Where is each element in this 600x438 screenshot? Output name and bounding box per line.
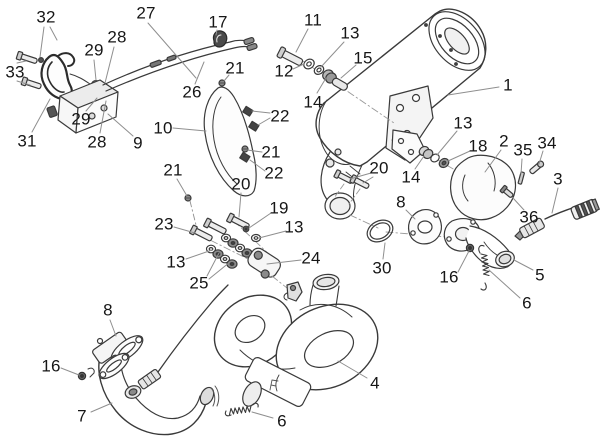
o-ring-30 bbox=[366, 219, 394, 243]
tailpipe-opening bbox=[242, 381, 262, 407]
muffler-end-cap bbox=[428, 11, 486, 71]
manifold-heat-shield bbox=[450, 154, 545, 221]
cable-27 bbox=[102, 39, 248, 86]
hanger-hardware bbox=[276, 46, 395, 124]
fastener-cluster bbox=[189, 169, 370, 293]
exhaust-valve-actuator bbox=[46, 30, 258, 134]
oxygen-sensor-upper bbox=[514, 198, 600, 241]
cable-26 bbox=[105, 45, 250, 92]
front-heat-shield bbox=[184, 79, 260, 230]
pipe-joint-end bbox=[199, 386, 215, 406]
cable-guide-17 bbox=[212, 30, 228, 48]
gasket-8-lower bbox=[98, 352, 130, 380]
washer-32 bbox=[37, 56, 44, 63]
sensor-cable-lower bbox=[157, 284, 229, 373]
muffler-mount-right bbox=[391, 129, 456, 171]
spring-6-bottom bbox=[224, 402, 259, 417]
leader-lines bbox=[16, 22, 559, 419]
collector-assembly bbox=[213, 273, 379, 407]
clamp bbox=[286, 281, 303, 302]
stamp-mark bbox=[269, 379, 279, 391]
rear-elbow-pipe-group bbox=[349, 208, 515, 291]
front-pipe-group bbox=[77, 284, 229, 436]
spring-6-right bbox=[478, 244, 490, 291]
sensor-cable bbox=[544, 207, 573, 220]
bracket-31 bbox=[40, 53, 73, 101]
